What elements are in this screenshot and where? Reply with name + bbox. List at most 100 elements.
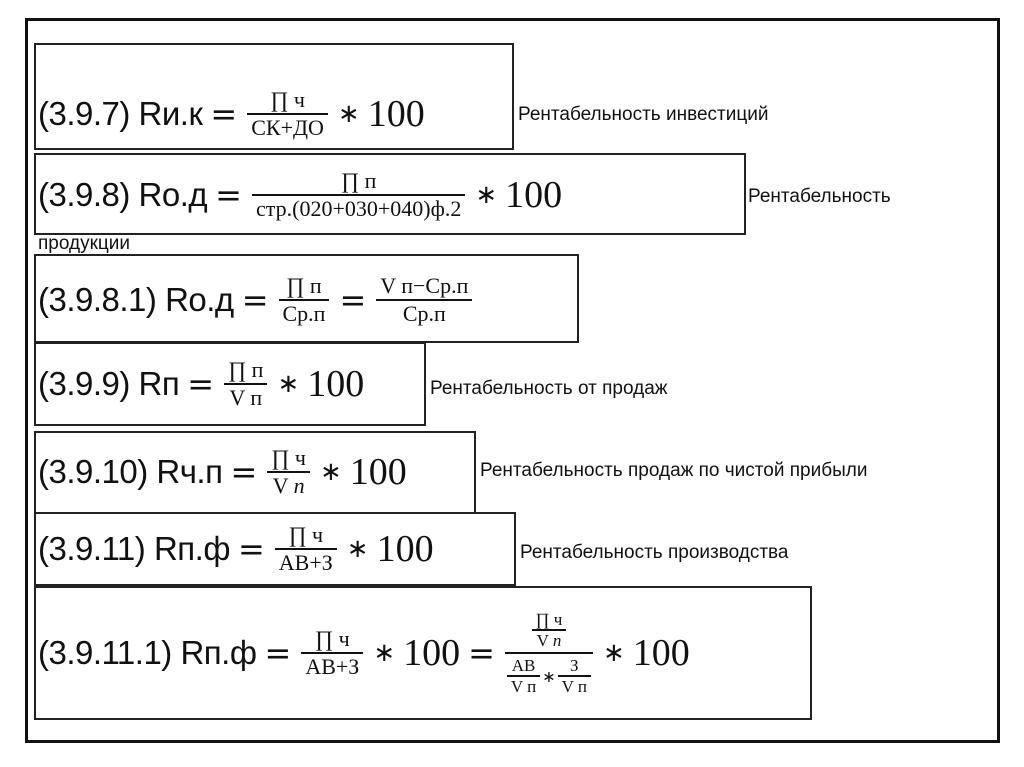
formula-box-3-9-11-1 [34,586,812,720]
bottom-left-numerator: АВ [511,656,536,675]
denominator: V п [229,385,263,410]
formula-description-continued: продукции [38,233,131,254]
denominator: СК+ДО [251,115,324,140]
fraction-bar [267,471,310,473]
fraction: ∏ п Ср.п [278,273,330,327]
formula-label: (3.9.8) Ro.д [38,176,208,213]
formula-label: (3.9.11) Rп.ф [38,530,230,567]
bottom-multiply-sign: ∗ [542,666,556,686]
fraction-bar [251,194,466,196]
formula-box-3-9-8 [34,153,746,235]
denominator: АВ+З [305,654,360,679]
bottom-left-fraction: АВ V п [506,656,541,696]
multiply-sign: ∗ [346,534,369,564]
fraction-bar [224,383,268,385]
multiply-sign: ∗ [277,369,300,399]
factor: 100 [376,528,434,570]
formula-box-3-9-7 [34,43,514,150]
fraction-bar [376,299,473,301]
multiply-sign-2: ∗ [602,638,625,668]
fraction: ∏ ч СК+ДО [247,87,328,141]
top-denominator: V n [533,631,566,650]
fraction-bar [247,113,328,115]
formula-3-9-8-1: (3.9.8.1) Ro.д = ∏ п Ср.п = V п−Ср.п Ср.… [38,264,474,336]
denominator: V n [269,473,309,499]
top-fraction: ∏ ч V n [531,610,567,650]
numerator-2: V п−Ср.п [380,273,469,298]
variable-n: n [293,473,305,498]
formula-label: (3.9.11.1) Rп.ф [38,634,257,671]
bottom-left-denominator: V п [510,677,537,696]
formula-3-9-9: (3.9.9) Rп = ∏ п V п ∗ 100 [38,348,364,420]
formula-description: Рентабельность инвестиций [518,104,769,125]
factor: 100 [349,451,407,493]
compound-fraction: ∏ ч V n АВ V п ∗ З V п [504,610,593,696]
numerator: ∏ ч [314,626,350,651]
equals-sign: = [241,281,269,319]
fraction: ∏ ч V n [267,445,310,499]
fraction-bar [301,652,364,654]
numerator: ∏ ч [288,522,324,547]
fraction: ∏ п V п [224,357,268,411]
fraction-bar [557,675,591,677]
numerator: ∏ ч [271,445,306,470]
denominator: стр.(020+030+040)ф.2 [255,196,462,221]
equals-sign: = [215,176,242,214]
formula-3-9-11-1: (3.9.11.1) Rп.ф = ∏ ч АВ+З ∗ 100 = ∏ ч V… [38,590,690,716]
fraction-bar [506,675,541,677]
formula-3-9-10: (3.9.10) Rч.п = ∏ ч V n ∗ 100 [38,435,407,509]
formula-box-3-9-8-1 [34,254,579,343]
bottom-right-denominator: V п [561,677,587,696]
formula-description: Рентабельность продаж по чистой прибыли [480,460,868,481]
multiply-sign: ∗ [319,457,342,487]
equals-sign: = [210,95,238,133]
fraction: ∏ п стр.(020+030+040)ф.2 [251,168,466,222]
fraction-bar [274,548,337,550]
factor: 100 [367,93,425,135]
volume-symbol: V [536,631,549,650]
bottom-right-fraction: З V п [557,656,591,696]
equals-sign: = [187,365,215,403]
formula-description: Рентабельность от продаж [430,378,668,399]
denominator: Ср.п [282,301,326,326]
formula-label: (3.9.7) Rи.к [38,95,203,132]
formula-description: Рентабельность производства [520,542,789,563]
formula-3-9-7: (3.9.7) Rи.к = ∏ ч СК+ДО ∗ 100 [38,80,425,148]
multiply-sign: ∗ [475,180,498,210]
formula-label: (3.9.8.1) Ro.д [38,281,234,318]
factor: 100 [403,632,461,674]
variable-n: n [552,631,562,650]
slide-frame [25,18,1000,743]
factor: 100 [307,363,365,405]
multiply-sign: ∗ [373,638,396,668]
equals-sign: = [230,453,258,491]
bottom-right-numerator: З [570,656,579,675]
fraction-2: V п−Ср.п Ср.п [376,273,473,327]
formula-label: (3.9.10) Rч.п [38,453,223,490]
multiply-sign: ∗ [337,99,360,129]
bottom-product: АВ V п ∗ З V п [505,656,593,696]
denominator-2: Ср.п [402,301,446,326]
equals-sign: = [264,634,292,672]
top-numerator: ∏ ч [535,610,563,629]
denominator: АВ+З [278,550,333,575]
equals-sign-2: = [339,281,367,319]
numerator: ∏ п [286,273,322,298]
volume-symbol: V [272,473,289,498]
numerator: ∏ п [228,357,264,382]
equals-sign-2: = [468,634,495,672]
numerator: ∏ п [340,168,377,193]
fraction-bar [278,299,330,301]
formula-3-9-8: (3.9.8) Ro.д = ∏ п стр.(020+030+040)ф.2 … [38,160,562,230]
formula-3-9-11: (3.9.11) Rп.ф = ∏ ч АВ+З ∗ 100 [38,514,434,584]
equals-sign: = [237,530,265,568]
fraction: ∏ ч АВ+З [274,522,337,576]
formula-description: Рентабельность [748,186,891,207]
numerator: ∏ ч [270,87,305,112]
formula-label: (3.9.9) Rп [38,365,180,402]
main-fraction-bar [504,652,593,654]
factor-2: 100 [632,632,690,674]
fraction: ∏ ч АВ+З [301,626,364,680]
fraction-bar [531,629,567,631]
factor: 100 [505,174,563,216]
